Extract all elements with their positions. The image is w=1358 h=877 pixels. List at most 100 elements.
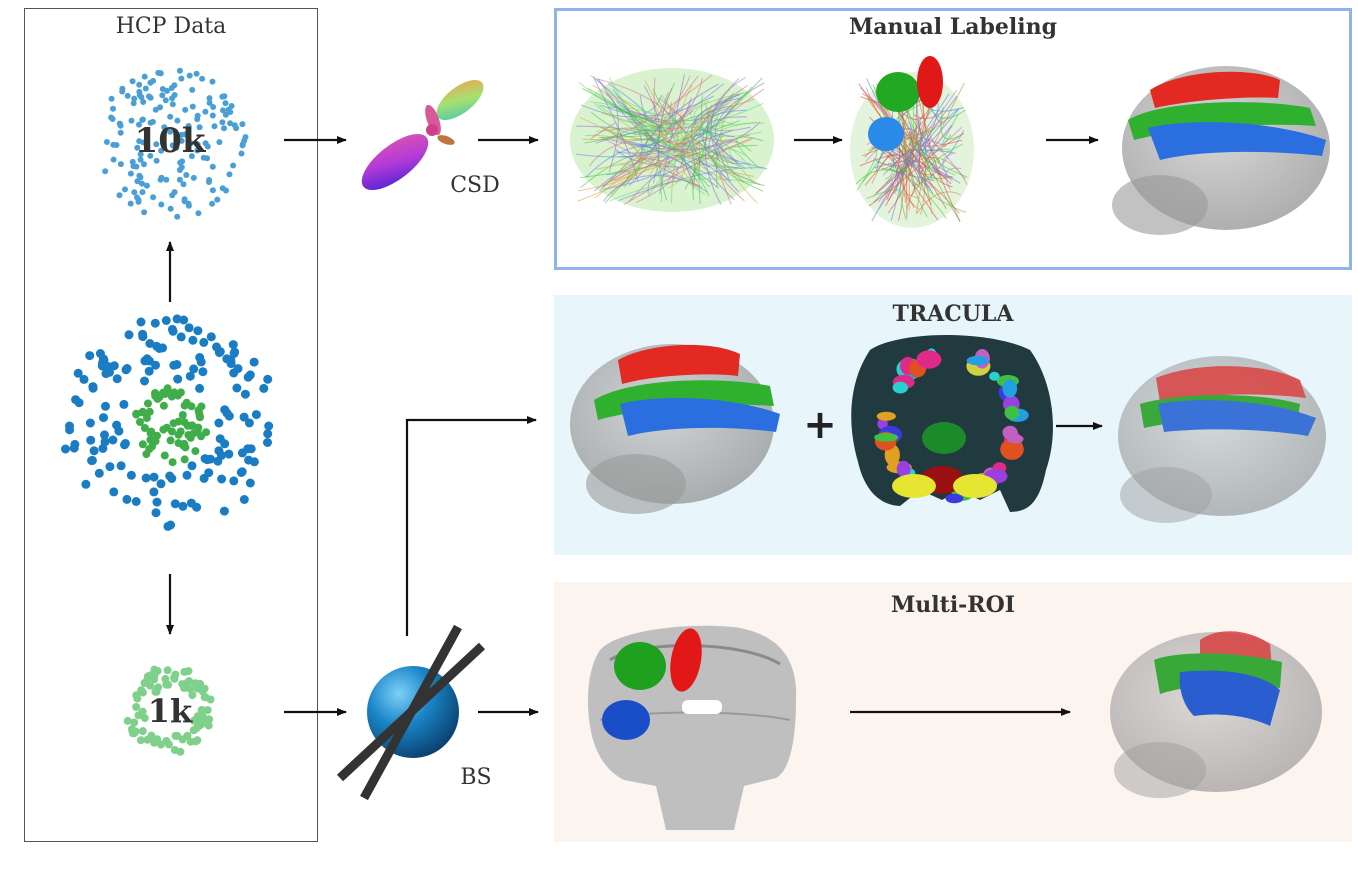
gradient-direction-dot [94,468,104,478]
gradient-direction-dot [216,139,223,146]
tracula-input-brain [570,344,780,514]
gradient-direction-dot [112,420,122,430]
gradient-direction-dot [189,364,199,374]
gradient-direction-dot [239,142,246,149]
gradient-direction-dot [186,72,193,79]
gradient-direction-dot [224,449,234,459]
gradient-direction-dot [73,368,83,378]
gradient-direction-dot [131,189,138,196]
gradient-direction-dot [86,435,96,445]
fiber-streamline [603,175,699,202]
gradient-direction-dot [187,461,197,471]
sphere-combined-dots [61,314,274,531]
gradient-direction-dot [161,674,170,683]
gradient-direction-dot [209,112,216,119]
gradient-direction-dot [214,418,224,428]
fiber-streamline [720,171,761,202]
gradient-direction-dot [98,443,108,453]
gradient-direction-dot [194,141,201,148]
gradient-direction-dot [199,75,206,82]
gradient-direction-dot [147,152,154,159]
gradient-direction-dot [144,399,152,408]
gradient-direction-dot [87,455,97,465]
gradient-direction-dot [222,100,229,107]
parcellation-region [896,460,911,478]
gradient-direction-dot [209,163,216,170]
fiber-streamline [676,100,727,182]
gradient-direction-dot [230,162,237,169]
gradient-direction-dot [217,474,227,484]
gradient-direction-dot [140,99,147,105]
fiber-streamline [700,95,720,134]
gradient-direction-dot [140,139,147,146]
gradient-direction-dot [158,147,165,154]
gradient-direction-dot [138,440,147,449]
gradient-direction-dot [139,116,146,123]
gradient-direction-dot [220,439,230,449]
gradient-direction-dot [204,721,213,730]
gradient-direction-dot [183,172,190,178]
parcellation-region [877,417,888,430]
gradient-direction-dot [177,159,184,166]
gradient-direction-dot [145,407,154,416]
fiber-streamline [605,93,619,173]
fiber-streamline [871,93,950,222]
gradient-direction-dot [194,423,203,432]
gradient-direction-dot [196,413,204,422]
gradient-direction-dot [138,688,147,697]
gradient-direction-dot [176,332,186,342]
gradient-direction-dot [153,157,160,164]
gradient-direction-dot [191,447,200,456]
gradient-direction-dot [174,417,183,426]
gradient-direction-dot [197,402,206,411]
gradient-direction-dot [195,353,205,362]
fiber-streamline [942,152,956,182]
gradient-direction-dot [232,383,242,393]
gradient-direction-dot [259,383,269,393]
gradient-direction-dot [138,329,148,339]
gradient-direction-dot [195,210,202,217]
gradient-direction-dot [140,679,149,687]
gradient-direction-dot [181,198,188,205]
gradient-direction-dot [134,178,141,185]
gradient-direction-dot [123,716,132,725]
gradient-direction-dot [153,735,162,744]
gradient-direction-dot [230,347,240,357]
gradient-direction-dot [130,718,139,727]
gradient-direction-dot [117,129,124,136]
gradient-direction-dot [164,87,170,94]
cortical-parcellation-coronal [851,335,1053,512]
fiber-streamline [919,132,965,176]
gradient-direction-dot [202,428,211,437]
gradient-direction-dot [245,478,255,488]
arrow-bs-to-tracula [405,416,537,636]
sphere-10k-label: 10k [135,121,207,161]
gradient-direction-dot [160,134,167,141]
parcellation-region [1007,434,1024,444]
gradient-direction-dot [200,154,207,161]
fiber-streamline [915,164,929,169]
gradient-direction-dot [204,143,211,150]
gradient-direction-dot [110,105,116,112]
gradient-direction-dot [159,425,168,434]
gradient-direction-dot [176,67,183,74]
gradient-direction-dot [163,666,172,675]
gradient-direction-dot [251,410,261,420]
fiber-streamline [617,109,666,132]
fiber-streamline [681,88,731,188]
gradient-direction-dot [249,357,259,367]
gradient-direction-dot [219,506,229,516]
gradient-direction-dot [157,70,164,77]
gradient-direction-dot [140,714,149,723]
fiber-streamline [634,77,703,165]
gradient-direction-dot [198,367,208,377]
gradient-direction-dot [193,326,203,336]
gradient-direction-dot [263,438,272,447]
gradient-direction-dot [188,153,195,160]
fiber-streamline [599,143,724,192]
gradient-direction-dot [85,351,95,361]
gradient-direction-dot [238,150,245,157]
gradient-direction-dot [216,450,226,460]
gradient-direction-dot [210,104,217,110]
parcellation-region [945,493,964,504]
